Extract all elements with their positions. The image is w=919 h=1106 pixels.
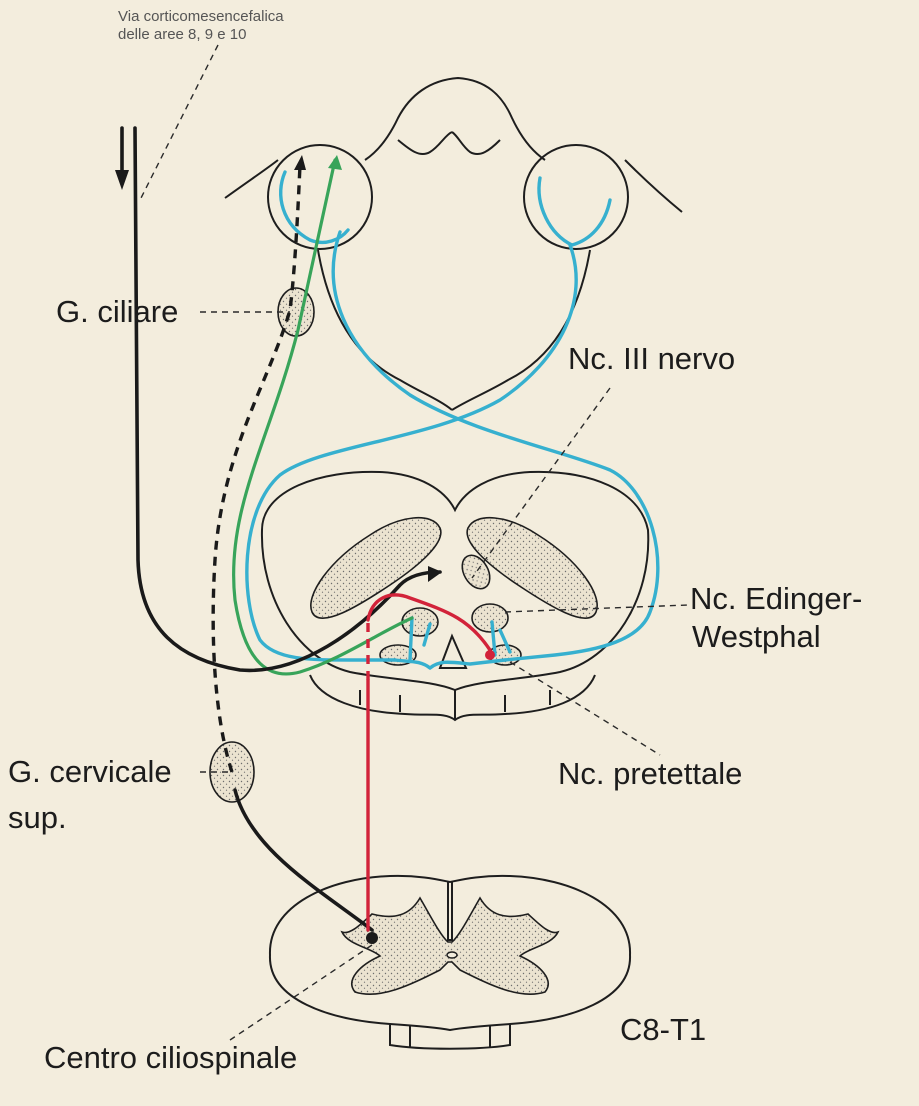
leader-centro bbox=[229, 944, 373, 1041]
label-g-ciliare: G. ciliare bbox=[56, 294, 179, 329]
label-nc-edinger-2: Westphal bbox=[692, 619, 821, 654]
label-nc-pretettale: Nc. pretettale bbox=[558, 756, 743, 791]
label-nc-iii-nervo: Nc. III nervo bbox=[568, 341, 736, 376]
label-g-cervicale-2: sup. bbox=[8, 800, 67, 835]
parasympathetic-pathway bbox=[232, 155, 414, 676]
label-g-cervicale-1: G. cervicale bbox=[8, 754, 172, 789]
ciliospinal-pathway bbox=[366, 593, 495, 944]
brain-outline bbox=[224, 76, 683, 411]
right-eye bbox=[523, 144, 629, 250]
label-via-corticomesencefalica-1: Via corticomesencefalica bbox=[118, 8, 284, 25]
midbrain-section bbox=[260, 470, 650, 722]
light-reflex-pathway bbox=[245, 230, 660, 670]
spinal-cord-section bbox=[268, 874, 632, 1050]
leader-edinger bbox=[504, 604, 689, 613]
leader-via-cortico bbox=[139, 44, 219, 201]
label-via-corticomesencefalica-2: delle aree 8, 9 e 10 bbox=[118, 26, 247, 43]
sympathetic-pathway bbox=[115, 126, 442, 932]
label-c8-t1: C8-T1 bbox=[620, 1012, 707, 1047]
label-nc-edinger-1: Nc. Edinger- bbox=[690, 581, 863, 616]
label-centro-ciliospinale: Centro ciliospinale bbox=[44, 1040, 298, 1075]
leader-pretettale bbox=[509, 661, 661, 756]
